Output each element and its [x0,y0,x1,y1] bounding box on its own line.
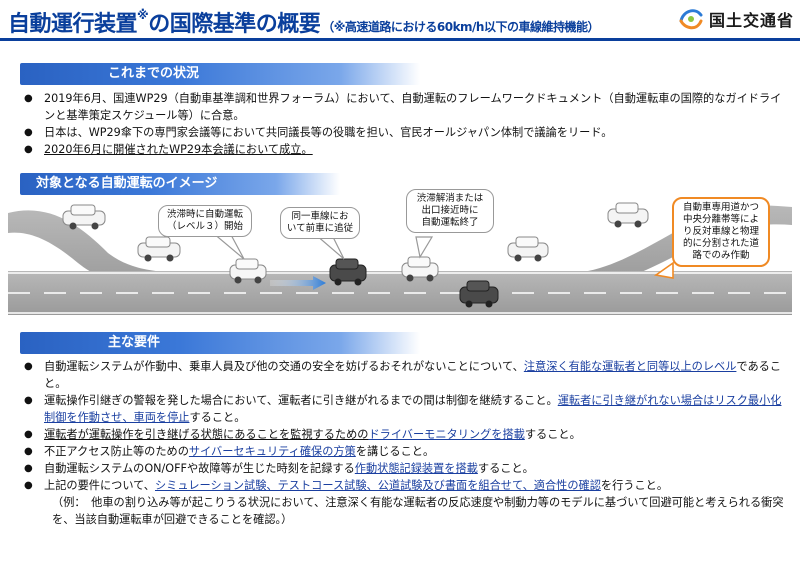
car-white-exit-high [607,202,649,228]
title-tail: の国際基準の概要 [148,12,321,37]
car-white-ramp-top [62,204,106,230]
requirement-item: 自動運転システムのON/OFFや故障等が生じた時刻を記録する作動状態記録装置を搭… [20,460,788,477]
requirement-item: 運転操作引継ぎの警報を発した場合において、運転者に引き継がれるまでの間は制御を継… [20,392,788,426]
section-heading-image: 対象となる自動運転のイメージ [20,173,340,195]
logo-text: 国土交通省 [708,11,794,30]
status-item: 日本は、WP29傘下の専門家会議等において共同議長等の役職を担い、官民オールジャ… [20,124,788,141]
on-ramp [8,210,178,289]
callout-auto-end: 渋滞解消または 出口接近時に 自動運転終了 [406,189,494,233]
callout-road-condition: 自動車専用道かつ 中央分離帯等によ り反対車線と物理 的に分割された道 路でのみ… [672,197,770,267]
section-heading-status: これまでの状況 [20,63,420,85]
highway-illustration: 渋滞時に自動運転 （レベル３）開始 同一車線にお いて前車に追従 渋滞解消または… [8,189,792,318]
status-item: 2020年6月に開催されたWP29本会議において成立。 [20,141,788,158]
car-dark-lead [329,258,367,286]
section-heading-requirements: 主な要件 [20,332,420,354]
requirement-item: 運転者が運転操作を引き継げる状態にあることを監視するためのドライバーモニタリング… [20,426,788,443]
car-white-ramp-mid [137,236,181,262]
car-dark-lower [459,280,499,308]
status-item: 2019年6月、国連WP29（自動車基準調和世界フォーラム）において、自動運転の… [20,90,788,124]
status-list: 2019年6月、国連WP29（自動車基準調和世界フォーラム）において、自動運転の… [20,90,788,158]
car-white-auto-end [401,256,439,282]
title-bar: 自動運行装置※の国際基準の概要（※高速道路における60km/h以下の車線維持機能… [0,0,800,44]
car-white-auto-start [229,258,267,284]
title-main: 自動運行装置 [8,12,138,37]
requirement-item: 自動運転システムが作動中、乗車人員及び他の交通の安全を妨げるおそれがないことにつ… [20,358,788,392]
title-mark: ※ [137,8,149,22]
follow-arrow [270,276,326,290]
car-white-exit-low [507,236,549,262]
mlit-logo: 国土交通省 [677,3,794,35]
title-subtitle: （※高速道路における60km/h以下の車線維持機能） [322,20,599,34]
callout-follow: 同一車線にお いて前車に追従 [280,207,360,239]
page-title: 自動運行装置※の国際基準の概要（※高速道路における60km/h以下の車線維持機能… [8,6,599,38]
requirement-item: 不正アクセス防止等のためのサイバーセキュリティ確保の方策を講じること。 [20,443,788,460]
requirements-list: 自動運転システムが作動中、乗車人員及び他の交通の安全を妨げるおそれがないことにつ… [20,358,788,528]
title-underline [0,38,800,41]
requirement-example: （例： 他車の割り込み等が起こりうる状況において、注意深く有能な運転者の反応速度… [52,496,784,526]
mlit-logo-icon [679,9,703,30]
callout-auto-start: 渋滞時に自動運転 （レベル３）開始 [158,205,252,237]
requirement-item: 上記の要件について、シミュレーション試験、テストコース試験、公道試験及び書面を組… [20,477,788,528]
